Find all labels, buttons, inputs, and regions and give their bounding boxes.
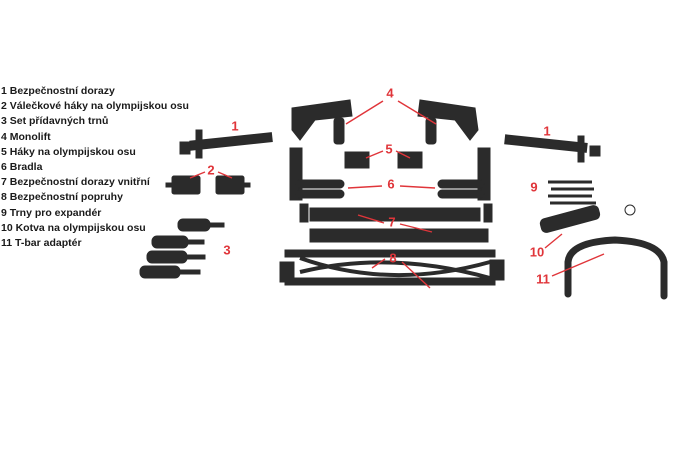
legend-item: 6 Bradla [1, 161, 43, 174]
t-bar-adapter [564, 236, 668, 300]
inner-safety-stops [299, 203, 493, 243]
legend-item: 4 Monolift [1, 130, 51, 143]
monolift [291, 99, 479, 145]
callout-arrows [189, 100, 605, 289]
safety-stop-right [504, 134, 601, 163]
legend-item: 10 Kotva na olympijskou osu [1, 221, 146, 234]
safety-stop-left [179, 129, 273, 159]
callout-9: 9 [530, 179, 538, 195]
callout-10: 10 [529, 244, 545, 260]
roller-hooks [165, 175, 251, 195]
olympic-hooks [344, 151, 423, 169]
legend-item: 8 Bezpečnostní popruhy [1, 191, 123, 204]
dip-bars [289, 147, 491, 201]
legend-item: 2 Válečkové háky na olympijskou osu [1, 100, 189, 113]
expander-pins [548, 180, 596, 205]
legend-item: 11 T-bar adaptér [1, 237, 82, 250]
legend-item: 5 Háky na olympijskou osu [1, 145, 136, 158]
legend-item: 1 Bezpečnostní dorazy [1, 85, 115, 97]
extra-pins [139, 218, 225, 279]
callout-3: 3 [223, 242, 231, 258]
callout-8: 8 [389, 250, 397, 266]
callout-2: 2 [207, 162, 215, 178]
legend-item: 3 Set přídavných trnů [1, 115, 109, 128]
callout-11: 11 [536, 271, 550, 287]
callout-1: 1 [231, 118, 239, 134]
callout-4: 4 [386, 85, 394, 101]
callout-5: 5 [385, 141, 393, 157]
callout-6: 6 [387, 176, 395, 192]
landmine-anchor [539, 204, 636, 233]
legend-item: 9 Trny pro expandér [1, 206, 102, 219]
callout-1: 1 [543, 123, 551, 139]
parts-legend: 1 Bezpečnostní dorazy 2 Válečkové háky n… [1, 84, 189, 251]
legend-item: 7 Bezpečnostní dorazy vnitřní [1, 176, 150, 189]
callout-7: 7 [388, 214, 396, 230]
safety-straps [279, 249, 505, 286]
